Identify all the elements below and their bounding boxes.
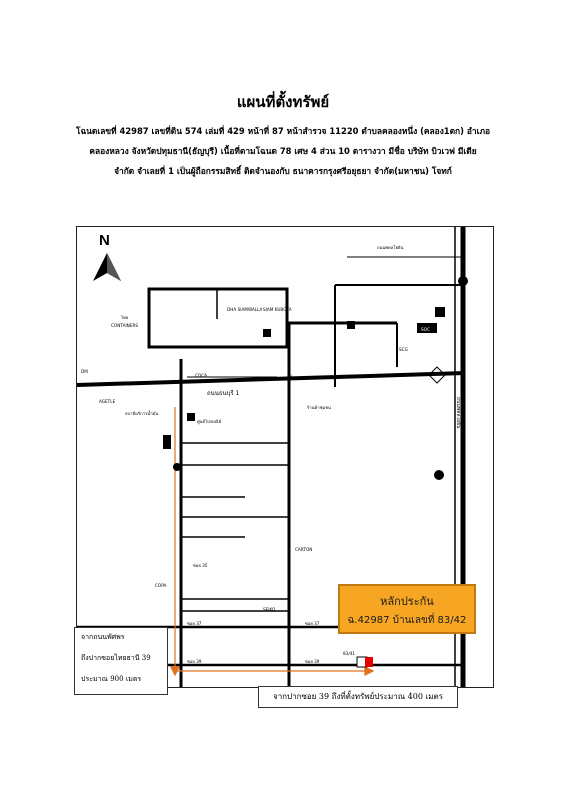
diamond-icon (428, 366, 446, 384)
factory-icon (347, 321, 355, 329)
north-arrow-icon (93, 253, 121, 281)
soi37b-label: ซอย 37 (305, 621, 320, 626)
left-note-line-1: จากถนนพัศพร (81, 633, 125, 641)
temple-icon (458, 276, 468, 286)
highway-right-label: ถนนพหลโยธิน (455, 397, 462, 429)
left-distance-note: จากถนนพัศพร ถึงปากซอยไทยธานี 39 ประมาณ 9… (74, 627, 168, 695)
landmark-icon (435, 307, 445, 317)
marker-line-2: ฉ.42987 บ้านเลขที่ 83/42 (347, 615, 467, 626)
seiko-label: SEIKO (263, 607, 276, 612)
property-location-pin[interactable] (365, 657, 373, 667)
soi39b-label: ซอย 39 (305, 659, 320, 664)
route-arrowhead-right (364, 666, 375, 676)
soc-sign-icon (417, 323, 437, 333)
left-note-line-3: ประมาณ 900 เมตร (81, 675, 142, 683)
dha-label: DHA SIAMWALLA (227, 307, 262, 312)
school-label: ร้านค้าชุมชน (307, 405, 331, 411)
collateral-marker[interactable]: หลักประกัน ฉ.42987 บ้านเลขที่ 83/42 (338, 584, 476, 634)
shop-icon (434, 470, 444, 480)
soi37a-label: ซอย 37 (187, 621, 202, 626)
grocery-label: ศูนย์ไปรษณีย์ (197, 418, 222, 425)
soi39a-label: ซอย 39 (187, 659, 202, 664)
top-road-label: ถนนพหลโยธิน (377, 245, 404, 250)
copa-label: COPA (155, 583, 166, 588)
page-title: แผนที่ตั้งทรัพย์ (236, 93, 330, 111)
coca-label: COCA (195, 373, 207, 378)
gas-station-icon (173, 463, 181, 471)
thai-label: ไทย (120, 314, 129, 320)
factory-icon-2 (263, 329, 271, 337)
route-arrowhead-down (170, 666, 180, 677)
description-line-2: คลองหลวง จังหวัดปทุมธานี(ธัญบุรี) เนื้อท… (89, 146, 477, 156)
dm-label: DM (81, 369, 88, 374)
carton-label: CARTON (295, 547, 312, 552)
north-label: N (99, 232, 110, 249)
location-map[interactable]: N (76, 226, 494, 688)
agetle-label: AGETLE (99, 399, 116, 404)
road-name-label: ถนนธนบุรี 1 (207, 389, 240, 397)
marker-line-1: หลักประกัน (380, 595, 434, 608)
bottom-distance-note: จากปากซอย 39 ถึงที่ตั้งทรัพย์ประมาณ 400 … (258, 686, 458, 708)
km-label: กม. (287, 373, 294, 378)
kubota-label: SIAM KUBOTA (263, 307, 292, 312)
main-east-west-road (77, 371, 466, 387)
soc-label: SOC (421, 327, 430, 332)
description-line-3: จำกัด จำเลยที่ 1 เป็นผู้ถือกรรมสิทธิ์ ติ… (114, 166, 452, 176)
plot-label: 83/41 (343, 651, 355, 656)
tower-icon (163, 435, 171, 449)
left-note-line-2: ถึงปากซอยไทยธานี 39 (81, 654, 151, 662)
description-line-1: โฉนดเลขที่ 42987 เลขที่ดิน 574 เล่มที่ 4… (75, 126, 491, 136)
soi35-label: ซอย 35 (193, 563, 208, 568)
containers-label: CONTAINERS (111, 323, 138, 328)
ktc-label: สถานีบริการน้ำมัน (125, 410, 158, 416)
industrial-block (147, 287, 289, 349)
office-icon (187, 413, 195, 421)
scg-label: SCG (399, 347, 408, 352)
